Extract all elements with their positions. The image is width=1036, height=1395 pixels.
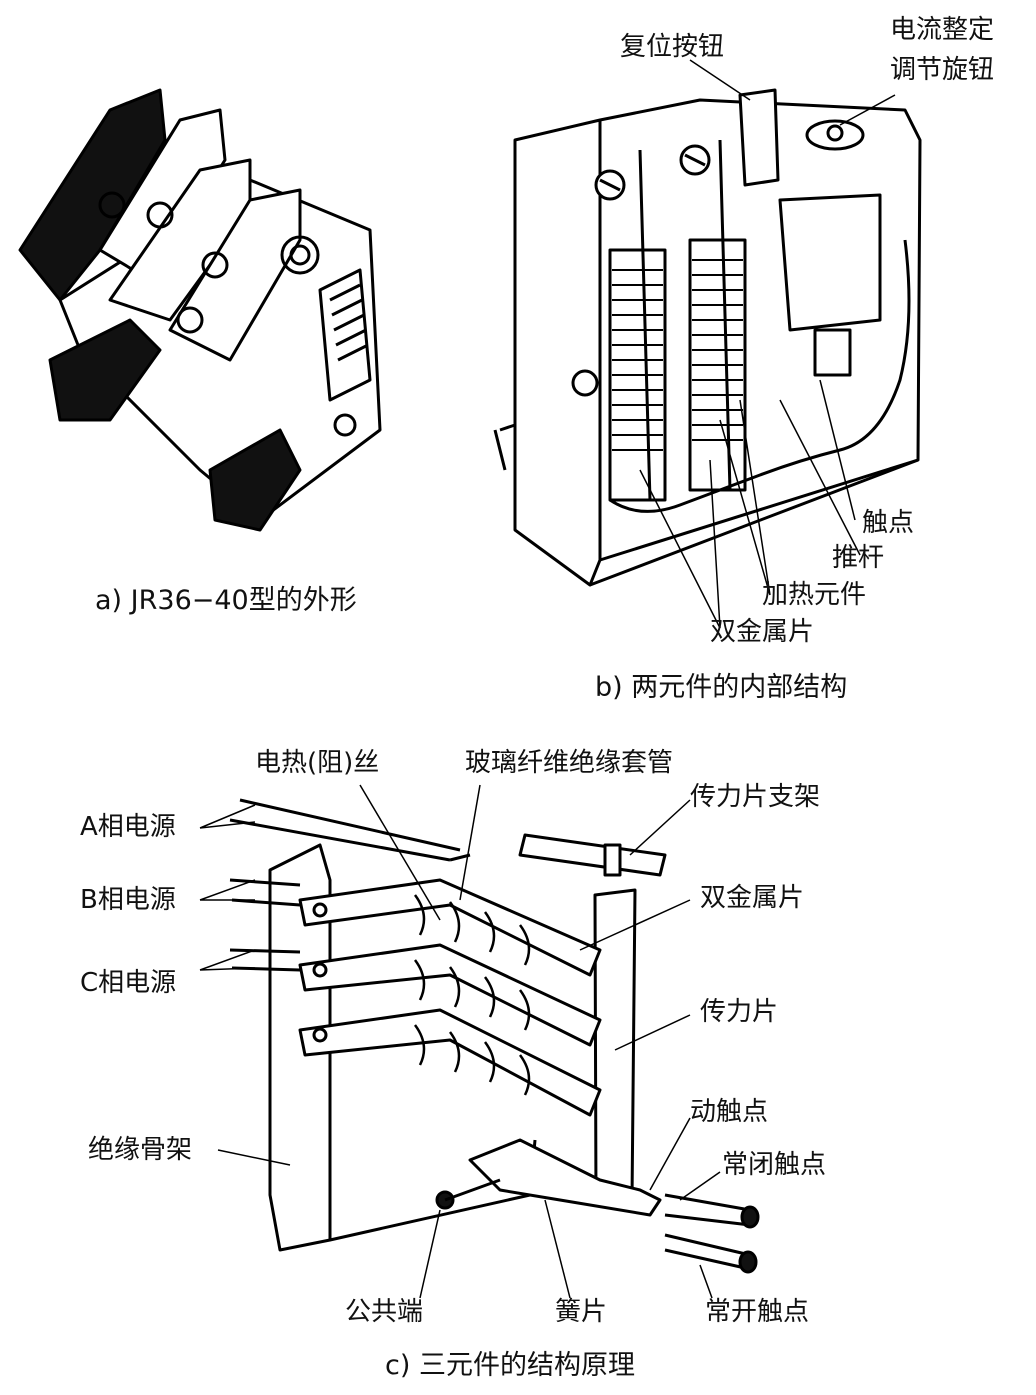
glass-fiber-sleeve-label: 玻璃纤维绝缘套管 — [465, 748, 674, 778]
reset-button-label: 复位按钮 — [620, 32, 725, 62]
phase-a-label: A相电源 — [80, 812, 176, 842]
common-terminal-label: 公共端 — [345, 1297, 424, 1327]
figure-b-caption: b) 两元件的内部结构 — [595, 672, 848, 703]
insulating-frame-label: 绝缘骨架 — [88, 1135, 193, 1165]
figure-c-caption: c) 三元件的结构原理 — [385, 1350, 635, 1381]
current-knob-label-line1: 电流整定 — [890, 15, 995, 45]
nc-contact-label: 常闭触点 — [722, 1150, 827, 1180]
no-contact-label: 常开触点 — [705, 1297, 810, 1327]
moving-contact-label: 动触点 — [690, 1097, 769, 1127]
reed-label: 簧片 — [555, 1297, 608, 1327]
contact-label: 触点 — [862, 508, 915, 538]
phase-b-label: B相电源 — [80, 885, 176, 915]
bimetal-label-b: 双金属片 — [710, 617, 815, 647]
push-rod-label: 推杆 — [832, 543, 885, 573]
force-plate-label: 传力片 — [700, 997, 779, 1027]
current-knob-label-line2: 调节旋钮 — [890, 55, 995, 85]
phase-c-label: C相电源 — [80, 968, 177, 998]
heating-wire-label: 电热(阻)丝 — [255, 748, 380, 778]
force-plate-bracket-label: 传力片支架 — [690, 782, 821, 812]
figure-a-caption: a) JR36−40型的外形 — [95, 585, 357, 616]
heating-element-label: 加热元件 — [762, 580, 867, 610]
bimetal-label-c: 双金属片 — [700, 883, 805, 913]
